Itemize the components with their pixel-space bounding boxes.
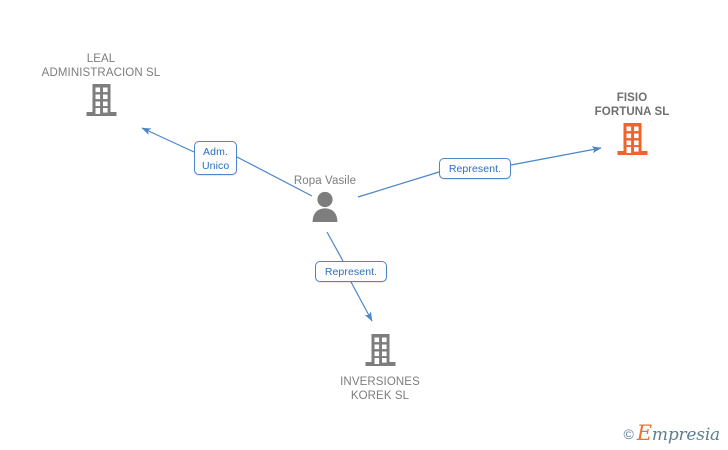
node-label: FISIO FORTUNA SL <box>594 92 670 118</box>
node-leal-administracion-sl[interactable]: LEAL ADMINISTRACION SL <box>11 52 191 119</box>
node-fisio-fortuna-sl[interactable]: FISIO FORTUNA SL <box>542 91 722 158</box>
edge-ropa-to-leal <box>141 127 313 197</box>
person-icon <box>312 191 338 222</box>
edge-label-adm-unico[interactable]: Adm. Unico <box>194 141 237 175</box>
office-building-icon <box>365 334 395 366</box>
empresia-logo-initial: E <box>636 421 652 445</box>
empresia-logo-text: mpresia <box>651 425 720 445</box>
empresia-logo: Empresia <box>637 423 720 444</box>
empresia-watermark: © Empresia <box>623 423 720 444</box>
node-ropa-vasile[interactable]: Ropa Vasile <box>235 174 415 222</box>
node-label: LEAL ADMINISTRACION SL <box>41 53 161 79</box>
node-label: INVERSIONES KOREK SL <box>340 376 420 402</box>
copyright-icon: © <box>623 425 634 442</box>
edge-label-represent-korek[interactable]: Represent. <box>315 261 387 282</box>
node-inversiones-korek-sl[interactable]: INVERSIONES KOREK SL <box>290 333 470 406</box>
edge-ropa-to-fisio <box>357 146 602 198</box>
office-building-icon <box>86 84 116 116</box>
edge-ropa-to-korek <box>326 231 373 322</box>
edge-label-represent-fisio[interactable]: Represent. <box>439 158 511 179</box>
node-label: Ropa Vasile <box>293 175 357 187</box>
office-building-icon <box>617 123 647 155</box>
